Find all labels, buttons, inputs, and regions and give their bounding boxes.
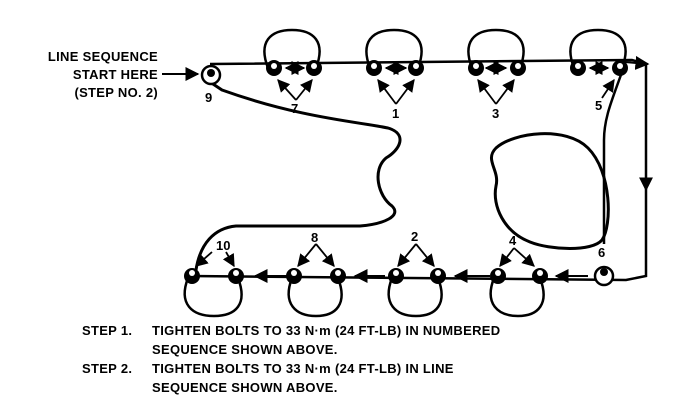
bolt-2a — [388, 268, 404, 284]
bolt-2b — [430, 268, 446, 284]
port-boss-bottom-3 — [387, 277, 443, 318]
port-boss-top-1 — [263, 28, 321, 69]
bolt-number-8: 8 — [311, 230, 319, 245]
bolt-number-4: 4 — [509, 233, 517, 248]
seq-arrow-3b — [495, 78, 515, 105]
seq-arrow-2b — [415, 243, 435, 267]
manifold-side — [602, 71, 624, 244]
bolt-9 — [200, 64, 222, 86]
port-boss-top-4 — [569, 28, 627, 69]
seq-arrow-4b — [513, 247, 535, 267]
seq-arrow-2a — [397, 243, 417, 267]
port-boss-bottom-4 — [489, 277, 545, 318]
bolt-4a — [490, 268, 506, 284]
bolt-3a — [468, 60, 484, 76]
bolt-7a — [266, 60, 282, 76]
step-2-line1: TIGHTEN BOLTS TO 33 N·m (24 FT-LB) IN LI… — [152, 361, 454, 376]
step-1-id: STEP 1. — [82, 323, 133, 338]
seq-arrow-1a — [377, 78, 397, 105]
step-1-row1: STEP 1. TIGHTEN BOLTS TO 33 N·m (24 FT-L… — [82, 321, 500, 340]
bolt-number-2: 2 — [411, 229, 419, 244]
bolt-5a — [570, 60, 586, 76]
manifold-opening — [490, 132, 610, 250]
seq-arrow-8a — [297, 243, 317, 267]
port-boss-bottom-2 — [287, 277, 343, 318]
bolt-8a — [286, 268, 302, 284]
bolt-number-6: 6 — [598, 245, 606, 260]
bolt-number-5: 5 — [595, 98, 603, 113]
step-1-row2: SEQUENCE SHOWN ABOVE. — [82, 340, 500, 359]
bolt-1a — [366, 60, 382, 76]
bolt-10a — [184, 268, 200, 284]
bolt-4b — [532, 268, 548, 284]
step-2-line2: SEQUENCE SHOWN ABOVE. — [152, 380, 338, 395]
start-label-line3: (STEP NO. 2) — [74, 85, 158, 100]
seq-arrow-1b — [395, 78, 415, 105]
seq-arrow-7b — [295, 79, 313, 101]
bolt-number-9: 9 — [205, 90, 213, 105]
bolt-6 — [593, 265, 615, 287]
bolt-7b — [306, 60, 322, 76]
bolt-3b — [510, 60, 526, 76]
manifold-outline — [194, 80, 402, 271]
step-1-line1: TIGHTEN BOLTS TO 33 N·m (24 FT-LB) IN NU… — [152, 323, 501, 338]
step-2-row1: STEP 2. TIGHTEN BOLTS TO 33 N·m (24 FT-L… — [82, 359, 500, 378]
bolt-number-10: 10 — [216, 238, 231, 253]
seq-arrow-10 — [195, 251, 213, 267]
seq-arrow-3a — [477, 78, 497, 105]
bolt-number-7: 7 — [291, 101, 299, 116]
start-label-line2: START HERE — [72, 67, 158, 82]
steps-text: STEP 1. TIGHTEN BOLTS TO 33 N·m (24 FT-L… — [82, 321, 500, 397]
step-2-row2: SEQUENCE SHOWN ABOVE. — [82, 378, 500, 397]
bolt-5b — [612, 60, 628, 76]
step-1-line2: SEQUENCE SHOWN ABOVE. — [152, 342, 338, 357]
seq-arrow-8b — [315, 243, 335, 267]
port-boss-top-3 — [467, 28, 525, 69]
seq-arrow-7a — [277, 79, 297, 101]
bolt-10b — [228, 268, 244, 284]
line-arrow-right — [624, 55, 650, 70]
seq-arrow-4a — [499, 247, 515, 267]
start-label-line1: LINE SEQUENCE — [47, 49, 158, 64]
seq-arrow-5 — [601, 78, 615, 99]
port-boss-bottom-1 — [183, 277, 243, 318]
bolt-number-1: 1 — [392, 106, 400, 121]
bolt-1b — [408, 60, 424, 76]
seq-arrow-10b — [222, 251, 235, 268]
port-boss-top-2 — [365, 28, 423, 69]
step-2-id: STEP 2. — [82, 361, 133, 376]
bolt-number-3: 3 — [492, 106, 500, 121]
bolt-8b — [330, 268, 346, 284]
